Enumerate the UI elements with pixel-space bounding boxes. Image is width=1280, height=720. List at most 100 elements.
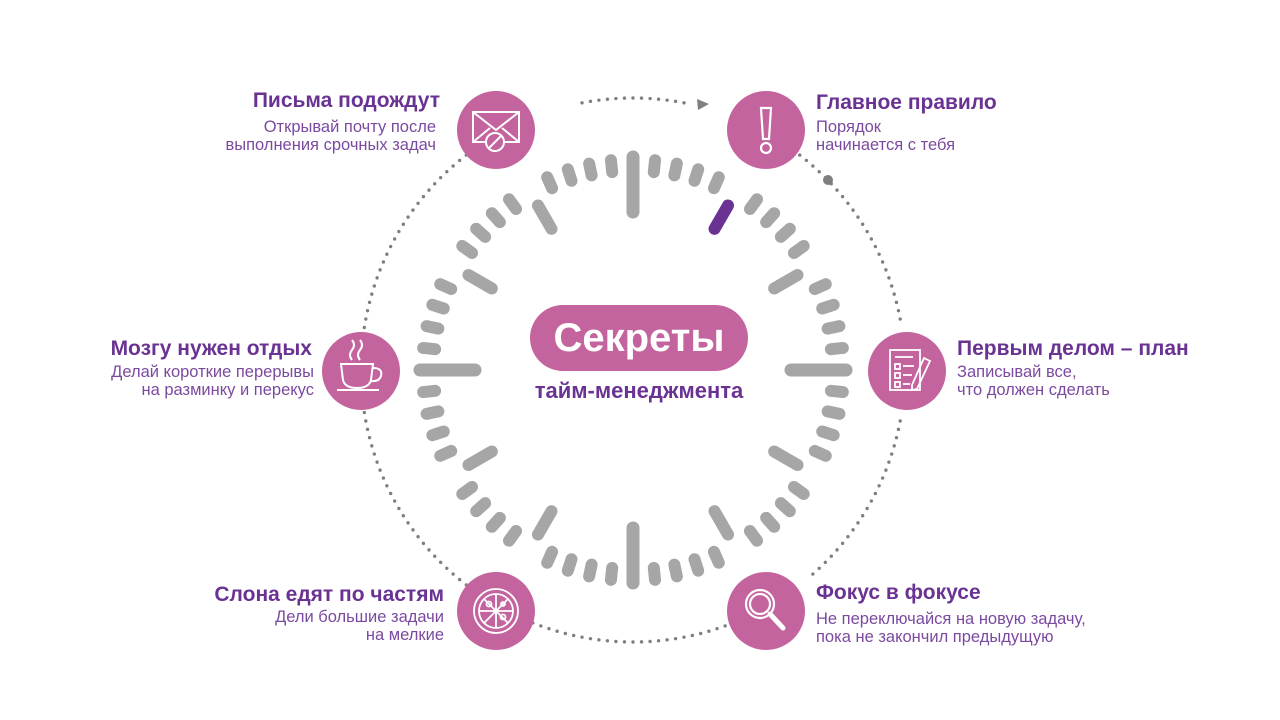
orbit-dot <box>898 419 902 423</box>
node-title-plan: Первым делом – план <box>957 337 1189 360</box>
clock-tick <box>821 320 846 335</box>
orbit-dot <box>445 566 449 570</box>
clock-tick <box>456 480 479 501</box>
clock-tick <box>824 384 849 399</box>
node-title-elephant: Слона едят по частям <box>214 583 444 606</box>
clock-tick <box>808 278 832 296</box>
center-title-badge: Секреты <box>530 305 748 371</box>
orbit-dot <box>370 292 374 296</box>
clock-tick <box>485 207 506 229</box>
orbit-dot <box>367 300 372 305</box>
orbit-dot <box>614 96 618 101</box>
clock-tick <box>417 341 442 356</box>
orbit-dot <box>438 175 443 180</box>
node-elephant <box>457 572 535 650</box>
clock-tick <box>743 193 764 216</box>
clock-hand-highlight <box>708 199 734 235</box>
orbit-dot <box>411 528 415 532</box>
orbit-dot <box>898 317 902 321</box>
magnifier-icon <box>744 588 786 631</box>
clock-tick <box>502 524 523 547</box>
clock-tick <box>426 298 450 315</box>
orbit-dot <box>840 194 845 199</box>
clock-tick <box>768 445 804 471</box>
clock-tick <box>541 171 559 195</box>
node-desc-elephant: Дели большие задачи на мелкие <box>275 608 444 644</box>
node-desc-focus: Не переключайся на новую задачу, пока не… <box>816 610 1086 646</box>
orbit-dot <box>846 535 850 539</box>
orbit-dot <box>539 624 543 628</box>
orbit-dot <box>401 514 406 518</box>
clock-tick <box>707 545 725 569</box>
clock-tick <box>816 425 840 442</box>
node-title-rest: Мозгу нужен отдых <box>110 337 312 360</box>
orbit-dot <box>433 182 437 186</box>
orbit-dot <box>397 506 401 511</box>
orbit-dot <box>823 560 828 565</box>
node-title-main-rule: Главное правило <box>816 91 997 114</box>
orbit-dot <box>648 639 652 644</box>
orbit-dot <box>887 460 891 464</box>
orbit-dot <box>365 308 370 313</box>
orbit-dot <box>372 452 377 456</box>
orbit-dot <box>865 506 869 511</box>
orbit-dot <box>804 158 809 163</box>
orbit-dot <box>639 640 644 644</box>
clock-tick <box>668 558 683 583</box>
orbit-dot <box>889 452 894 456</box>
clock-tick <box>583 558 598 583</box>
orbit-dot <box>873 244 878 249</box>
orbit-dot <box>547 626 551 631</box>
envelope-icon <box>472 111 520 152</box>
clock-tick <box>470 497 492 518</box>
orbit-dot <box>673 636 678 641</box>
orbit-dot <box>880 260 885 264</box>
orbit-dot <box>682 635 686 639</box>
node-rest <box>322 332 400 410</box>
clock-tick <box>541 545 559 569</box>
orbit-dot <box>707 629 711 633</box>
orbit-dot <box>884 268 888 272</box>
orbit-dot <box>362 325 367 330</box>
clock-tick <box>532 505 558 541</box>
clock-tick <box>708 505 734 541</box>
orbit-start-dot <box>823 175 833 185</box>
orbit-dot <box>433 554 437 558</box>
clock-tick <box>647 561 662 586</box>
clock-tick <box>760 511 781 533</box>
orbit-dot <box>378 268 382 272</box>
clock-tick <box>760 207 781 229</box>
orbit-dot <box>427 548 431 552</box>
orbit-dot <box>880 476 885 480</box>
node-plan <box>868 332 946 410</box>
center-title: Секреты <box>553 315 725 360</box>
node-focus <box>727 572 805 650</box>
node-circle <box>868 332 946 410</box>
node-desc-main-rule: Порядок начинается с тебя <box>816 118 956 154</box>
orbit-dot <box>856 521 860 525</box>
clock-tick <box>688 553 705 577</box>
clock-tick <box>808 444 832 462</box>
orbit-dot <box>889 284 894 288</box>
exclamation-icon <box>759 106 773 155</box>
orbit-dot <box>605 97 610 101</box>
orbit-dot <box>798 153 802 157</box>
orbit-dot <box>381 260 386 264</box>
orbit-dot <box>370 444 374 448</box>
orbit-dot <box>375 276 379 280</box>
orbit-dot <box>605 639 610 643</box>
node-circle <box>727 91 805 169</box>
orbit-dot <box>894 300 899 305</box>
orbit-dot <box>421 541 426 546</box>
node-emails <box>457 91 535 169</box>
orbit-dot <box>894 435 899 440</box>
orbit-dot <box>364 317 368 321</box>
clock-tick <box>462 445 498 471</box>
orbit-dot <box>622 640 627 644</box>
orbit-dot <box>846 201 850 205</box>
orbit-dot <box>588 99 593 104</box>
clock-tick <box>604 561 619 586</box>
orbit-dot <box>817 170 821 174</box>
clock-tick <box>502 193 523 216</box>
orbit-dot <box>639 96 644 100</box>
